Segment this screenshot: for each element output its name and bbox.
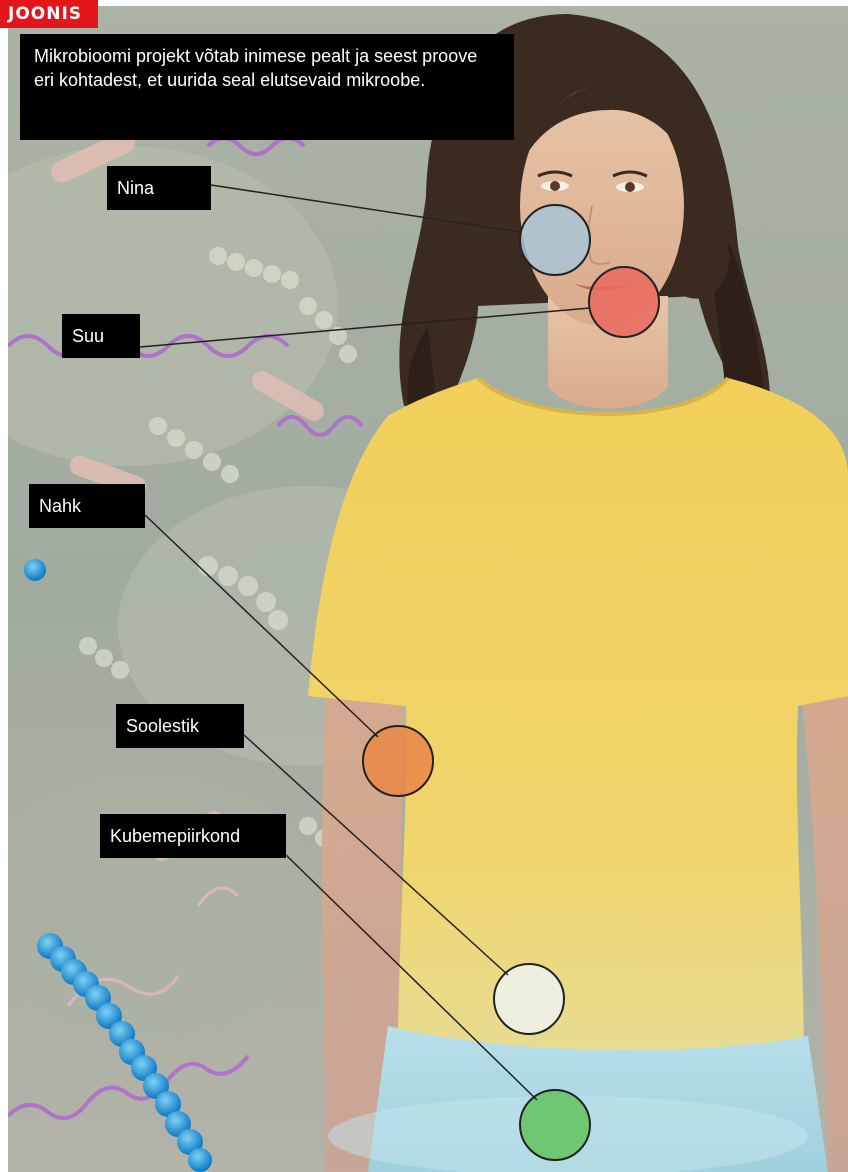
label-suu: Suu <box>62 314 140 358</box>
groin-site-marker <box>520 1090 590 1160</box>
nose-site-marker <box>520 205 590 275</box>
intro-caption: Mikrobioomi projekt võtab inimese pealt … <box>20 34 514 140</box>
label-soolestik: Soolestik <box>116 704 244 748</box>
label-nahk: Nahk <box>29 484 145 528</box>
label-kubemepiirkond: Kubemepiirkond <box>100 814 286 858</box>
label-nina: Nina <box>107 166 211 210</box>
gut-site-marker <box>494 964 564 1034</box>
skin-site-marker <box>363 726 433 796</box>
figure-badge: JOONIS <box>0 0 98 28</box>
mouth-site-marker <box>589 267 659 337</box>
